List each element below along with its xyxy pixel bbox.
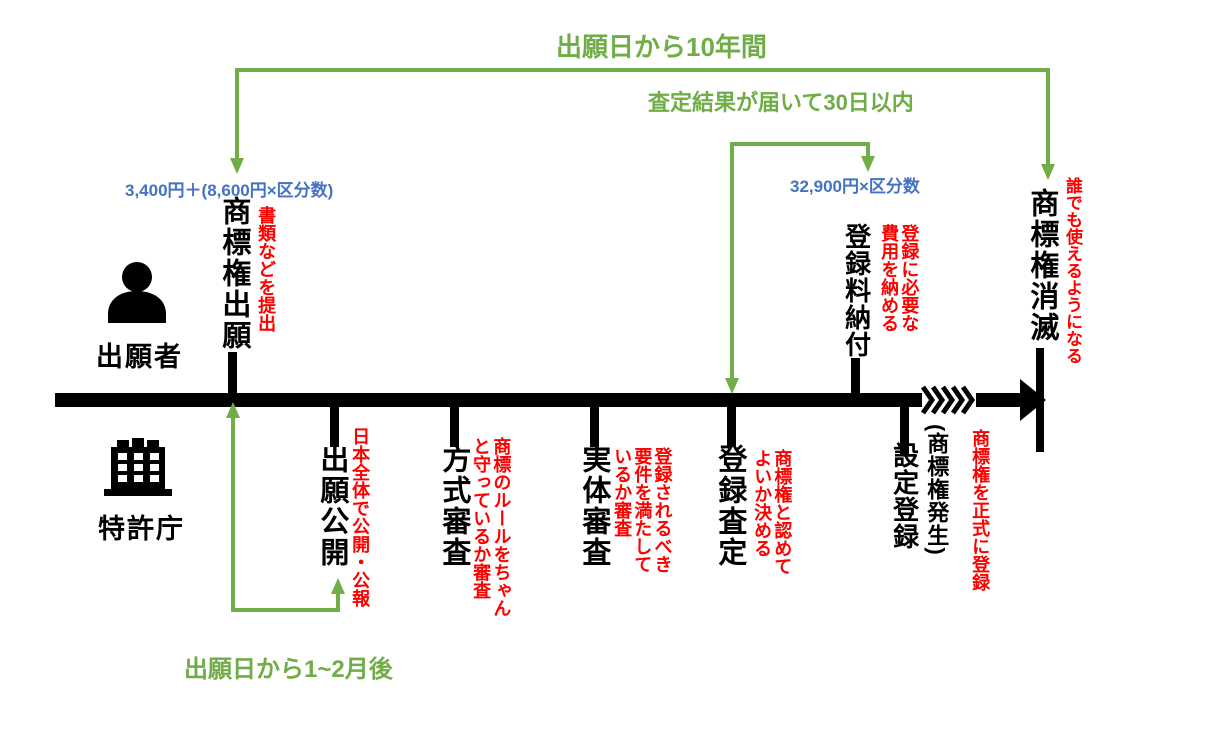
- timeline-arrowhead: [1020, 379, 1046, 421]
- applicant-label: 出願者: [96, 342, 183, 372]
- stage-expiration-label: 商標権消滅: [1025, 188, 1058, 343]
- arrowhead-down-icon: [725, 378, 739, 394]
- timeline-ticks: [228, 348, 1044, 455]
- timeline-bar-end: [976, 393, 1020, 407]
- stage-expiration-note: 誰でも使えるようになる: [1063, 177, 1083, 364]
- patent-office-label: 特許庁: [98, 514, 185, 544]
- tick-substantive-exam: [590, 407, 599, 447]
- timeline-bar-main: [55, 393, 922, 407]
- timeline-chevrons: [920, 385, 976, 415]
- stage-publication-label: 出願公開: [315, 444, 348, 568]
- building-icon: [104, 438, 172, 496]
- stage-decision-note: 商標権と認めて よいか決める: [752, 449, 793, 575]
- arrowhead-down-icon: [1041, 164, 1055, 180]
- application-fee-text: 3,400円＋(8,600円×区分数): [125, 181, 334, 200]
- arrowhead-down-icon: [861, 156, 875, 172]
- stage-application-label: 商標権出願: [217, 196, 250, 351]
- registration-fee-text: 32,900円×区分数: [790, 177, 920, 196]
- stage-fee-payment-label: 登録料納付: [841, 223, 872, 358]
- stage-formality-exam-note: 商標のルールをちゃん と守っているか審査: [471, 437, 512, 617]
- tick-registration: [900, 407, 909, 455]
- bracket-thirty-days: [725, 142, 875, 394]
- bracket-thirty-days-label: 査定結果が届いて30日以内: [648, 90, 914, 115]
- stage-registration-label: 設定登録: [889, 442, 920, 550]
- timeline-arrow: [55, 379, 1046, 421]
- stage-registration-sublabel: (商標権発生): [924, 424, 950, 556]
- bracket-ten-years-label: 出願日から10年間: [556, 32, 767, 62]
- bracket-one-two-months-label: 出願日から1~2月後: [184, 656, 393, 683]
- tick-fee-payment: [851, 358, 860, 394]
- stage-registration-note: 商標権を正式に登録: [970, 429, 991, 591]
- tick-decision: [727, 407, 736, 447]
- stage-decision-label: 登録査定: [713, 444, 746, 568]
- bracket-one-two-months: [226, 402, 345, 612]
- stage-substantive-exam-label: 実体審査: [577, 444, 610, 568]
- tick-publication: [330, 407, 339, 447]
- stage-application-note: 書類などを提出: [256, 206, 277, 332]
- stage-publication-note: 日本全体で公開・公報: [350, 427, 371, 607]
- arrowhead-up-icon: [226, 402, 240, 418]
- stage-formality-exam-label: 方式審査: [437, 444, 470, 568]
- bracket-ten-years: [230, 68, 1055, 180]
- stage-substantive-exam-note: 登録されるべき 要件を満たして いるか審査: [612, 447, 673, 573]
- tick-expiration-bar: [1036, 348, 1044, 452]
- arrowhead-up-icon: [331, 578, 345, 594]
- tick-application: [228, 352, 237, 394]
- stage-fee-payment-note: 登録に必要な 費用を納める: [879, 224, 920, 332]
- tick-formality-exam: [450, 407, 459, 447]
- arrowhead-down-icon: [230, 158, 244, 174]
- person-icon: [108, 262, 166, 323]
